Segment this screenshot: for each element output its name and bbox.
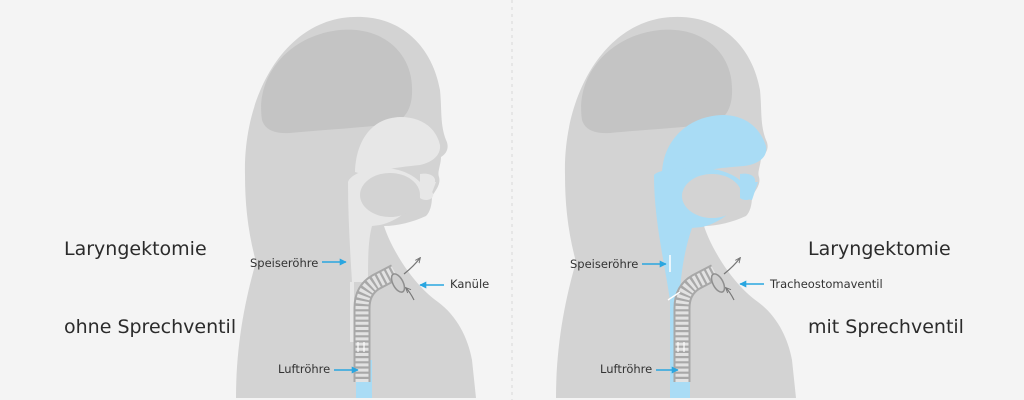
left-tongue bbox=[360, 173, 420, 217]
left-title-line2: ohne Sprechventil bbox=[64, 316, 237, 338]
right-title: Laryngektomie mit Sprechventil bbox=[808, 184, 964, 392]
right-label-valve: Tracheostomaventil bbox=[770, 277, 883, 291]
left-nasal-cavity bbox=[355, 117, 441, 175]
left-inhale-arrow bbox=[406, 288, 415, 301]
right-lips bbox=[740, 173, 756, 201]
right-nasal-cavity-air bbox=[662, 115, 767, 178]
left-title-line1: Laryngektomie bbox=[64, 238, 207, 260]
right-label-trachea: Luftröhre bbox=[600, 362, 653, 376]
left-label-esophagus: Speiseröhre bbox=[250, 256, 319, 270]
left-label-trachea: Luftröhre bbox=[278, 362, 331, 376]
right-title-line1: Laryngektomie bbox=[808, 238, 951, 260]
right-exhale-arrow bbox=[723, 258, 740, 275]
left-exhale-arrow bbox=[403, 258, 420, 275]
left-head-figure bbox=[236, 16, 476, 399]
right-tongue bbox=[682, 174, 742, 218]
left-label-cannula: Kanüle bbox=[450, 277, 490, 291]
right-shunt-arrow bbox=[667, 291, 681, 301]
right-head-figure bbox=[556, 16, 796, 399]
left-esophagus bbox=[350, 282, 354, 342]
right-inhale-arrow bbox=[726, 288, 735, 301]
right-title-line2: mit Sprechventil bbox=[808, 316, 964, 338]
left-lips bbox=[420, 173, 436, 201]
left-brain bbox=[261, 29, 413, 134]
left-title: Laryngektomie ohne Sprechventil bbox=[64, 184, 236, 392]
right-brain bbox=[581, 29, 733, 134]
right-label-esophagus: Speiseröhre bbox=[570, 257, 639, 271]
